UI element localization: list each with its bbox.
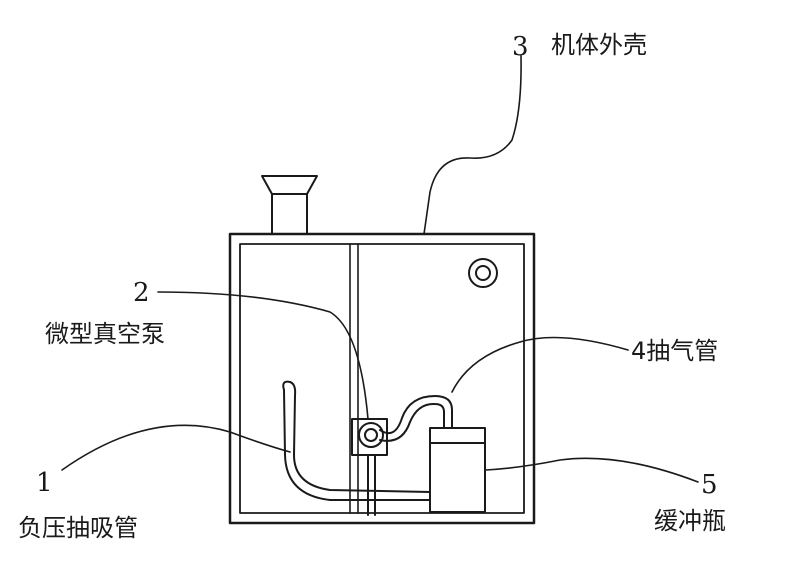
leader-pump bbox=[157, 291, 369, 420]
pump-ring-outer bbox=[358, 422, 384, 448]
pump-number-label: 2 bbox=[133, 278, 150, 308]
pump-text-label: 微型真空泵 bbox=[45, 320, 165, 348]
suction-text-label: 负压抽吸管 bbox=[18, 514, 138, 542]
casing-outer-wall bbox=[228, 232, 536, 525]
leader-buffer bbox=[485, 457, 699, 483]
indicator-knob-outer bbox=[468, 258, 498, 288]
indicator-knob-inner bbox=[475, 265, 491, 281]
extract-tube-inner bbox=[379, 402, 445, 442]
casing-inner-wall bbox=[239, 243, 525, 514]
leader-extract bbox=[451, 336, 629, 393]
casing-number-label: 3 bbox=[512, 32, 529, 62]
top-funnel bbox=[261, 175, 318, 235]
suction-tube-outer bbox=[282, 380, 431, 493]
buffer-text-label: 缓冲瓶 bbox=[654, 507, 726, 535]
extract-tube-outer bbox=[379, 395, 453, 434]
buffer-bottle-body bbox=[429, 427, 486, 513]
pump-ring-inner bbox=[364, 428, 378, 442]
suction-tube-inner bbox=[283, 389, 431, 501]
casing-text-label: 机体外壳 bbox=[551, 31, 647, 59]
suction-number-label: 1 bbox=[36, 468, 53, 498]
leader-suction bbox=[61, 424, 291, 471]
buffer-number-label: 5 bbox=[701, 470, 718, 500]
pump-housing bbox=[351, 418, 388, 456]
extract-tube-label: 4抽气管 bbox=[631, 337, 719, 365]
leader-casing bbox=[423, 55, 522, 235]
